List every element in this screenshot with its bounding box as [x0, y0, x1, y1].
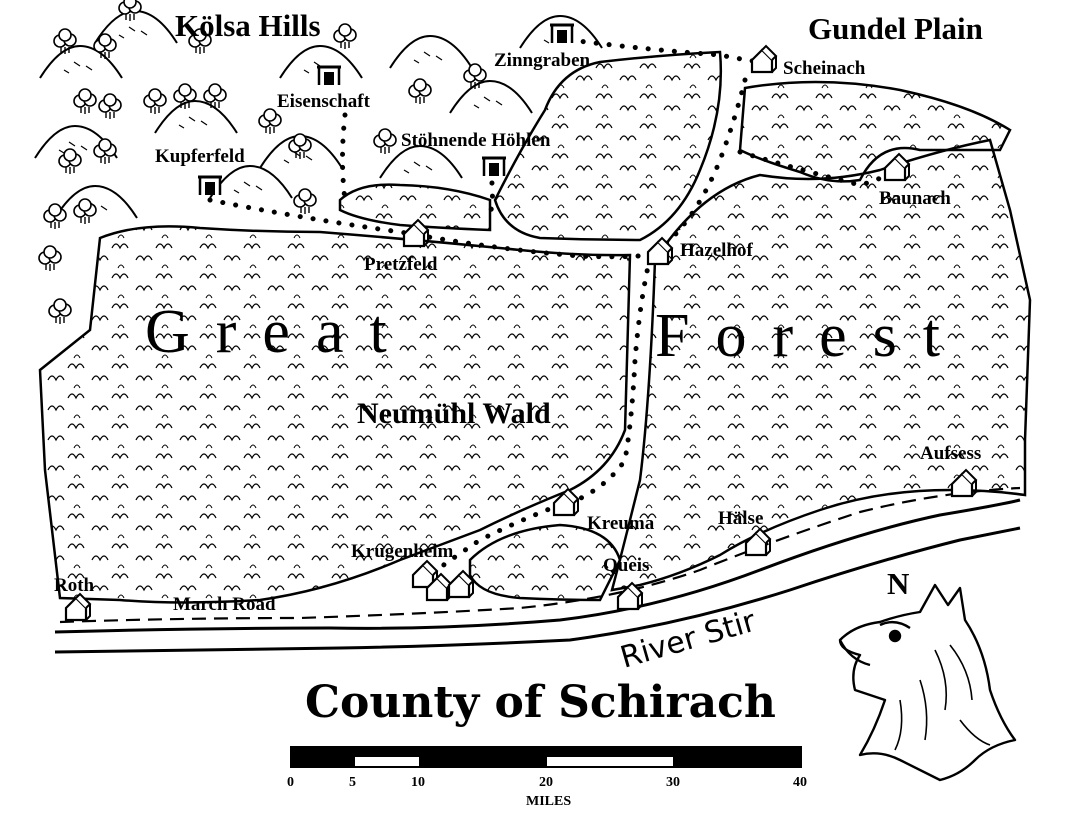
tree-icon: [293, 188, 317, 215]
hill-icon: [154, 100, 238, 134]
compass-rose: N: [838, 566, 1017, 782]
place-label-scheinach: Scheinach: [783, 58, 866, 79]
house-icon: [883, 152, 911, 182]
tree-icon: [258, 108, 282, 135]
region-label-great: Great: [145, 298, 413, 366]
tree-icon: [38, 245, 62, 272]
tree-icon: [73, 88, 97, 115]
river-stir: [54, 498, 1021, 654]
mine-entrance-icon: [315, 65, 343, 87]
place-label-krugenheim: Krugenheim: [351, 541, 454, 562]
place-label-baunach: Baunach: [879, 188, 951, 209]
forest-krugenheim-copse: [468, 523, 622, 602]
place-label-roth: Roth: [54, 575, 95, 596]
region-label-forest: Forest: [655, 302, 966, 370]
forest-areas: [38, 50, 1032, 604]
scale-tick-label: 5: [349, 775, 356, 790]
trail-eisenschaft: [340, 112, 348, 203]
place-label-aufsess: Aufsess: [920, 443, 981, 464]
hill-icon: [449, 80, 533, 114]
hill-icon: [389, 35, 473, 69]
trail-scheinach-hazelhof: [652, 77, 748, 255]
tree-icon: [333, 23, 357, 50]
place-label-eisenschaft: Eisenschaft: [277, 91, 371, 112]
tree-icon: [48, 298, 72, 325]
scale-unit-label: MILES: [526, 794, 571, 809]
region-label-neumuhl-wald: Neumühl Wald: [357, 397, 551, 430]
map-title: County of Schirach: [305, 677, 776, 728]
place-label-kreuma: Kreuma: [587, 513, 655, 534]
scale-tick-label: 20: [539, 775, 553, 790]
place-label-kupferfeld: Kupferfeld: [155, 146, 245, 167]
scale-tick-label: 0: [287, 775, 294, 790]
place-label-halse: Hälse: [718, 508, 763, 529]
trail-hazelhof-kreuma: [562, 255, 653, 508]
region-label-gundel-plain: Gundel Plain: [808, 11, 983, 46]
compass-north-label: N: [887, 566, 909, 601]
great-forest-west: [38, 225, 632, 604]
place-label-zinngraben: Zinngraben: [494, 50, 591, 71]
scale-tick-label: 30: [666, 775, 680, 790]
scale-bar: 0 5 10 20 30 40 MILES: [287, 746, 807, 809]
place-label-stohnende-hohlen: Stöhnende Höhlen: [401, 130, 551, 151]
place-label-hazelhof: Hazelhof: [680, 240, 753, 261]
mine-entrance-icon: [196, 175, 224, 197]
scale-tick-label: 10: [411, 775, 425, 790]
trail-kreuma-krugenheim: [427, 502, 563, 578]
house-icon: [750, 44, 778, 74]
mine-entrance-icon: [548, 23, 576, 45]
tree-icon: [408, 78, 432, 105]
march-road: [59, 486, 1021, 624]
forest-gundel: [738, 80, 1012, 183]
tree-icon: [373, 128, 397, 155]
tree-icon: [98, 93, 122, 120]
tree-icon: [143, 88, 167, 115]
hill-icon: [209, 165, 293, 199]
place-label-queis: Queis: [603, 555, 649, 576]
region-label-kolsa-hills: Kölsa Hills: [175, 8, 321, 43]
griffin-head-icon: [838, 583, 1017, 782]
trail-mine-stohnende: [487, 167, 495, 218]
forest-pretzfeld-copse: [338, 183, 492, 232]
scale-tick-label: 40: [793, 775, 807, 790]
trails: [207, 37, 898, 578]
mine-entrance-icon: [480, 156, 508, 178]
trail-zinngraben-scheinach: [567, 37, 763, 65]
road-label-march-road: March Road: [173, 594, 276, 615]
place-label-pretzfeld: Pretzfeld: [364, 254, 438, 275]
forest-north-block: [493, 50, 723, 242]
river-label-stir: River Stir: [617, 604, 761, 676]
